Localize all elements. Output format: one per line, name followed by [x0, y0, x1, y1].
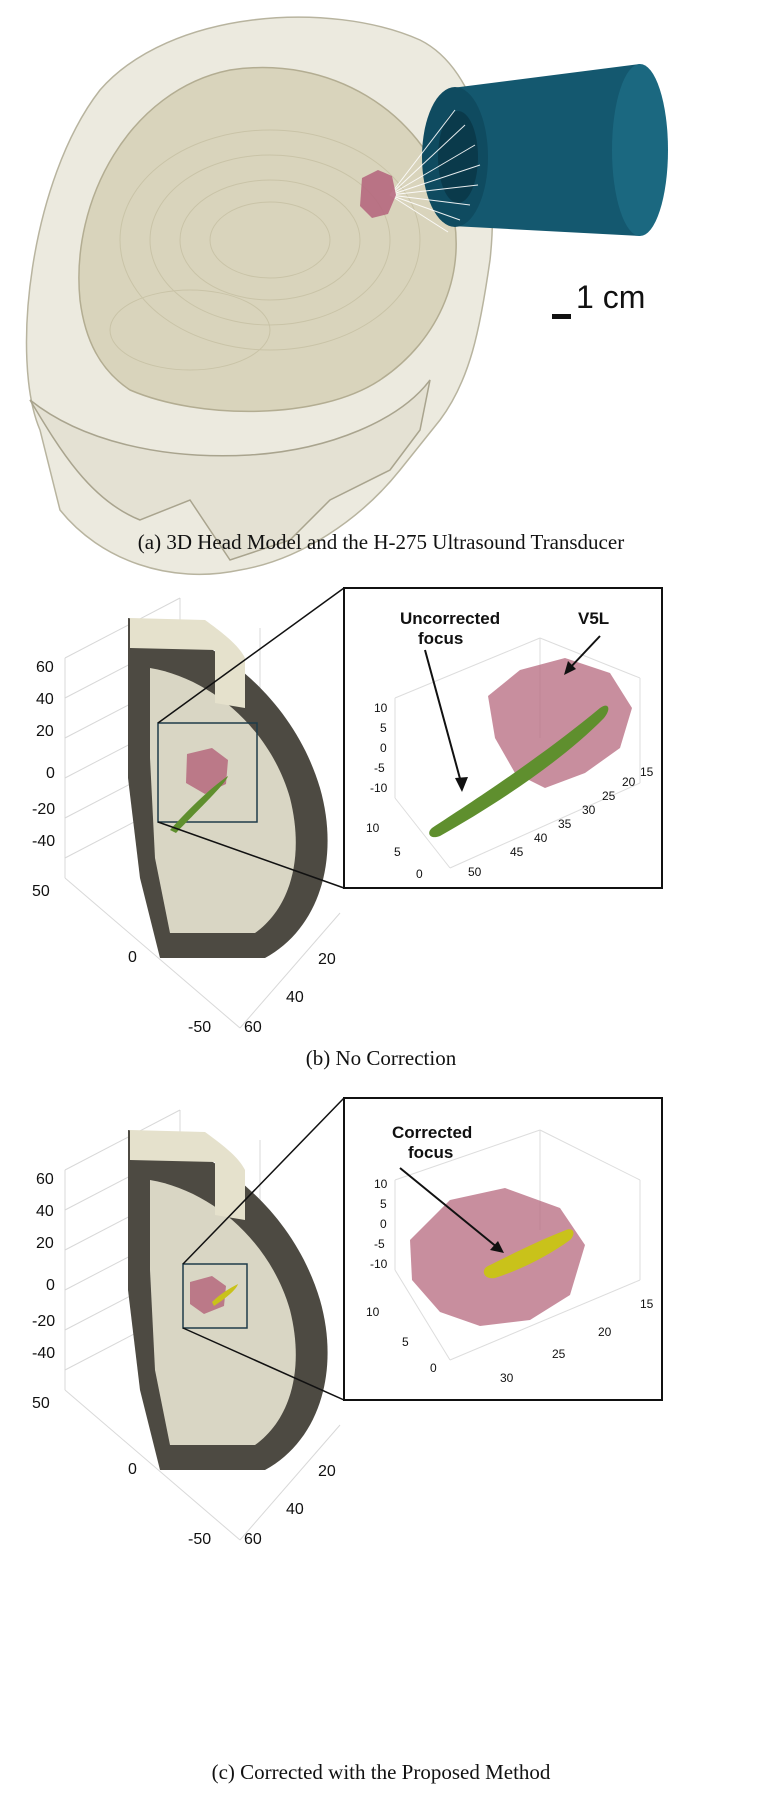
x-tick: 60: [244, 1019, 262, 1036]
z-tick: 40: [36, 1203, 54, 1220]
arrow-head: [564, 661, 576, 675]
annotation-target: V5L: [578, 609, 609, 628]
y-tick: 50: [32, 1395, 50, 1412]
inset-x-tick: 50: [468, 865, 482, 879]
no-correction-figure: 60 40 20 0 -20 -40 50 0 -50 20 40 60 Unc…: [32, 587, 663, 1036]
inset-z-tick: 5: [380, 1197, 387, 1211]
panel-a: 1 cm: [0, 0, 762, 625]
zoom-line-bottom: [157, 821, 345, 889]
inset-z-tick: 0: [380, 741, 387, 755]
z-tick: 60: [36, 659, 54, 676]
uncorrected-focus: [429, 705, 609, 838]
zoom-box: [157, 722, 258, 823]
z-tick: 0: [46, 765, 55, 782]
arrow-head: [490, 1241, 504, 1253]
inset-y-tick: 0: [430, 1361, 437, 1375]
z-tick: 60: [36, 1171, 54, 1188]
caption-b: (b) No Correction: [305, 1046, 457, 1070]
y-tick: 0: [128, 1461, 137, 1478]
inset-x-tick: 25: [602, 789, 616, 803]
target-region: [488, 658, 632, 788]
inset-x-tick: 35: [558, 817, 572, 831]
annotation-focus: Uncorrected: [400, 609, 500, 628]
inset-y-tick: 10: [366, 821, 380, 835]
uncorrected-focus: [170, 776, 228, 833]
caption-c: (c) Corrected with the Proposed Method: [211, 1760, 551, 1784]
inset-x-tick: 20: [598, 1325, 612, 1339]
surface-texture: [109, 129, 421, 371]
arrow-head: [455, 777, 468, 792]
zoom-line-bottom: [182, 1327, 345, 1401]
annotation-arrow: [567, 635, 601, 671]
z-tick: -20: [32, 801, 55, 818]
panel-c: 60 40 20 0 -20 -40 50 0 -50 20 40 60 Cor…: [0, 1090, 762, 1790]
inset-x-tick: 15: [640, 765, 654, 779]
z-tick: 20: [36, 723, 54, 740]
zoom-inset: Corrected focus 10 5 0 -5 -10 10 5 0 15 …: [343, 1097, 663, 1401]
y-tick: -50: [188, 1019, 211, 1036]
inset-z-tick: 0: [380, 1217, 387, 1231]
zoom-inset: Uncorrected focus V5L 10 5 0 -5 -10 10 5…: [343, 587, 663, 889]
corrected-figure: 60 40 20 0 -20 -40 50 0 -50 20 40 60 Cor…: [32, 1097, 663, 1548]
inset-z-tick: -10: [370, 781, 388, 795]
x-tick: 20: [318, 1463, 336, 1480]
x-tick: 60: [244, 1531, 262, 1548]
inset-z-tick: -5: [374, 761, 385, 775]
annotation-focus: Corrected: [392, 1123, 472, 1142]
inset-x-tick: 25: [552, 1347, 566, 1361]
y-tick: -50: [188, 1531, 211, 1548]
z-tick: -40: [32, 1345, 55, 1362]
target-region: [410, 1188, 585, 1326]
z-tick: -40: [32, 833, 55, 850]
z-tick: 20: [36, 1235, 54, 1252]
lower-skull: [29, 379, 431, 561]
zoom-box: [182, 1263, 248, 1329]
corrected-focus: [212, 1284, 238, 1306]
annotation-arrow: [424, 649, 463, 787]
x-tick: 40: [286, 989, 304, 1006]
skull-slice-top: [130, 618, 245, 708]
inset-x-tick: 30: [500, 1371, 514, 1385]
inset-x-tick: 30: [582, 803, 596, 817]
inset-z-tick: 10: [374, 1177, 388, 1191]
z-tick: 40: [36, 691, 54, 708]
target-region: [360, 170, 396, 218]
target-region: [186, 748, 228, 794]
target-region: [190, 1276, 226, 1314]
inset-z-tick: 5: [380, 721, 387, 735]
inset-x-tick: 45: [510, 845, 524, 859]
inset-z-tick: -10: [370, 1257, 388, 1271]
skull-slice-inner: [150, 668, 296, 933]
inset-z-tick: -5: [374, 1237, 385, 1251]
transducer: [422, 64, 668, 236]
y-tick: 0: [128, 949, 137, 966]
skull-slice-top: [130, 1130, 245, 1220]
inset-y-tick: 10: [366, 1305, 380, 1319]
inset-x-tick: 15: [640, 1297, 654, 1311]
head-model-figure: 1 cm: [25, 16, 668, 576]
inset-x-tick: 20: [622, 775, 636, 789]
inset-x-tick: 40: [534, 831, 548, 845]
annotation-focus: focus: [418, 629, 463, 648]
annotation-focus: focus: [408, 1143, 453, 1162]
panel-b: 60 40 20 0 -20 -40 50 0 -50 20 40 60 Unc…: [0, 578, 762, 1068]
skull-slice-inner: [150, 1180, 296, 1445]
y-tick: 50: [32, 883, 50, 900]
inset-y-tick: 5: [394, 845, 401, 859]
inset-z-tick: 10: [374, 701, 388, 715]
inset-y-tick: 5: [402, 1335, 409, 1349]
x-tick: 40: [286, 1501, 304, 1518]
annotation-arrow: [399, 1167, 499, 1249]
scale-bar: [552, 314, 571, 319]
zoom-line-top: [182, 1097, 345, 1265]
caption-a: (a) 3D Head Model and the H-275 Ultrasou…: [137, 530, 625, 554]
z-tick: 0: [46, 1277, 55, 1294]
scale-bar-label: 1 cm: [576, 279, 645, 315]
z-tick: -20: [32, 1313, 55, 1330]
inset-y-tick: 0: [416, 867, 423, 881]
zoom-line-top: [157, 587, 345, 724]
corrected-focus: [483, 1229, 574, 1279]
x-tick: 20: [318, 951, 336, 968]
beam-lines: [389, 109, 481, 233]
